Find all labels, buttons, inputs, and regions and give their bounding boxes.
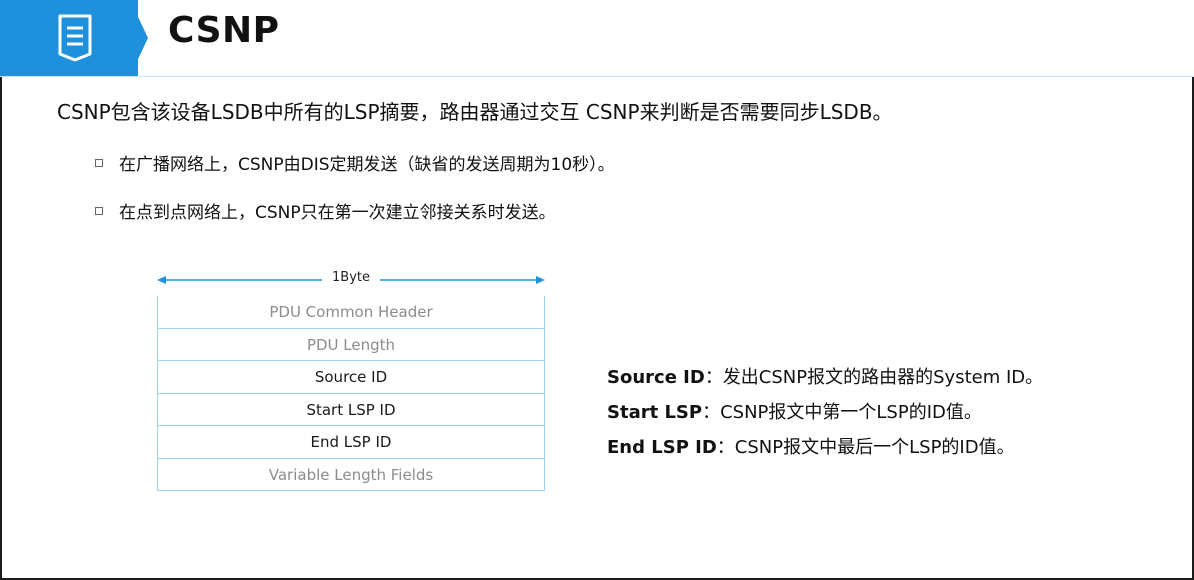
pdu-format-diagram: 1Byte PDU Common Header PDU Length Sourc… [157, 264, 545, 491]
bullet-text: 在点到点网络上，CSNP只在第一次建立邻接关系时发送。 [119, 203, 556, 223]
description-start-lsp: Start LSP：CSNP报文中第一个LSP的ID值。 [607, 398, 982, 424]
header-accent-block [0, 0, 138, 76]
bullet-square-icon [95, 207, 103, 215]
description-end-lsp-id: End LSP ID：CSNP报文中最后一个LSP的ID值。 [607, 433, 1015, 459]
pdu-field-end-lsp-id: End LSP ID [157, 426, 545, 459]
description-text: ：CSNP报文中最后一个LSP的ID值。 [716, 437, 1015, 458]
header-divider [0, 76, 1194, 77]
description-term: End LSP ID [607, 437, 717, 458]
description-text: ：发出CSNP报文的路由器的System ID。 [704, 367, 1044, 388]
byte-width-label: 1Byte [322, 270, 380, 285]
bullet-item-broadcast: 在广播网络上，CSNP由DIS定期发送（缺省的发送周期为10秒）。 [95, 150, 615, 175]
bullet-item-p2p: 在点到点网络上，CSNP只在第一次建立邻接关系时发送。 [95, 198, 556, 223]
description-text: ：CSNP报文中第一个LSP的ID值。 [702, 402, 982, 423]
description-term: Start LSP [607, 402, 703, 423]
bullet-square-icon [95, 159, 103, 167]
pdu-field-start-lsp-id: Start LSP ID [157, 393, 545, 426]
description-source-id: Source ID：发出CSNP报文的路由器的System ID。 [607, 363, 1043, 389]
description-term: Source ID [607, 367, 705, 388]
slide-header: CSNP [0, 0, 1194, 76]
header-chevron-icon [120, 0, 148, 76]
page-title: CSNP [168, 10, 280, 51]
intro-text: CSNP包含该设备LSDB中所有的LSP摘要，路由器通过交互 CSNP来判断是否… [57, 100, 893, 124]
pdu-field-variable-length: Variable Length Fields [157, 458, 545, 491]
document-list-icon [58, 14, 92, 62]
bullet-text: 在广播网络上，CSNP由DIS定期发送（缺省的发送周期为10秒）。 [119, 155, 615, 175]
pdu-field-source-id: Source ID [157, 361, 545, 394]
pdu-field-common-header: PDU Common Header [157, 296, 545, 329]
pdu-field-pdu-length: PDU Length [157, 328, 545, 361]
byte-width-indicator: 1Byte [157, 264, 545, 296]
